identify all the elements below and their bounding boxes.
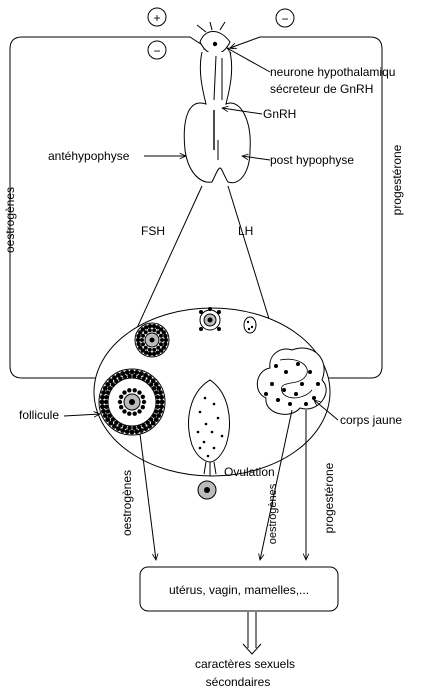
antehypophyse-label: antéhypophyse [48,149,130,163]
degenerating-follicle [244,317,256,333]
fsh-label: FSH [141,224,165,238]
hypothalamic-neuron [197,22,230,54]
mature-follicle [99,369,165,435]
oestrogenes-feedback-label: oestrogènes [3,187,17,253]
negative-feedback-sign-right: − [276,9,294,27]
gnrh-label: GnRH [263,107,296,121]
post-hypophyse-label: post hypophyse [270,153,354,167]
pituitary-gland [184,52,250,183]
neurone-label-line2: sécreteur de GnRH [270,82,373,96]
neurone-label-line1: neurone hypothalamiqu [270,65,395,79]
target-organs-label: utérus, vagin, mamelles,... [169,583,309,597]
lh-label: LH [238,224,253,238]
follicule-pointer [64,414,100,416]
effect-double-arrow [243,612,261,654]
growing-follicle [135,323,169,357]
progesterone-down-label: progestérone [322,462,336,533]
neurone-pointer [227,48,270,72]
progesterone-feedback-label: progestérone [390,144,404,215]
corps-jaune-label: corps jaune [340,413,402,427]
svg-text:−: − [153,44,160,58]
ovulation-label: Ovulation [224,465,275,479]
caracteres-line1: caractères sexuels [195,657,295,671]
oestrogenes-down-label: oestrogènes [120,470,134,536]
negative-feedback-sign-left: − [148,41,166,59]
oestrogenes-small-label: oestrogènes [267,483,279,544]
released-oocyte [198,481,216,499]
follicule-label: follicule [19,408,59,422]
caracteres-line2: sécondaires [206,675,271,689]
positive-feedback-sign: + [148,8,166,26]
svg-text:−: − [281,12,288,26]
svg-text:+: + [153,11,160,25]
